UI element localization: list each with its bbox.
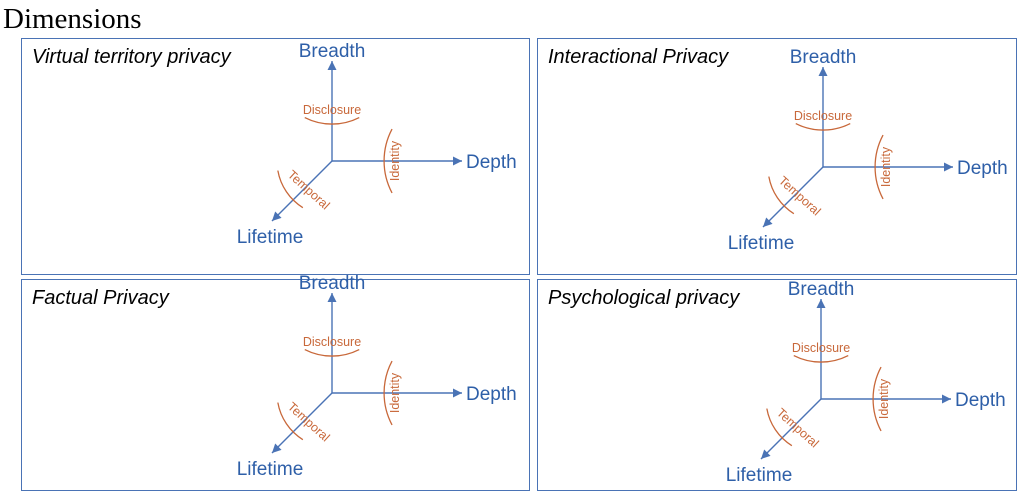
lifetime-axis-line: [271, 160, 333, 222]
arrow-right-icon: [944, 162, 953, 172]
identity-arc: [383, 128, 393, 194]
identity-label: Identity: [877, 378, 891, 419]
arrow-up-icon: [327, 61, 337, 70]
depth-label: Depth: [466, 384, 517, 405]
disclosure-arc: [304, 348, 360, 357]
disclosure-label: Disclosure: [303, 103, 361, 117]
panel-title: Psychological privacy: [548, 287, 740, 309]
temporal-label: Temporal: [776, 174, 824, 219]
arrow-up-icon: [816, 299, 826, 308]
breadth-label: Breadth: [299, 41, 366, 62]
panel-title: Virtual territory privacy: [32, 46, 231, 68]
disclosure-label: Disclosure: [303, 335, 361, 349]
disclosure-label: Disclosure: [792, 341, 850, 355]
identity-label: Identity: [388, 140, 402, 181]
lifetime-axis-line: [762, 166, 824, 228]
depth-label: Depth: [955, 390, 1006, 411]
breadth-label: Breadth: [788, 279, 855, 300]
arrow-down-left-icon: [272, 211, 282, 221]
lifetime-label: Lifetime: [237, 227, 304, 248]
panel-title: Factual Privacy: [32, 287, 169, 309]
temporal-arc: [277, 402, 304, 441]
disclosure-arc: [793, 354, 849, 363]
disclosure-label: Disclosure: [794, 109, 852, 123]
identity-arc: [874, 134, 884, 200]
arrow-right-icon: [453, 388, 462, 398]
temporal-arc: [277, 170, 304, 209]
lifetime-axis-line: [760, 398, 822, 460]
lifetime-label: Lifetime: [237, 459, 304, 480]
disclosure-arc: [304, 116, 360, 125]
disclosure-arc: [795, 122, 851, 131]
identity-label: Identity: [388, 372, 402, 413]
arrow-up-icon: [818, 67, 828, 76]
breadth-label: Breadth: [299, 273, 366, 294]
lifetime-label: Lifetime: [726, 465, 793, 486]
arrow-right-icon: [942, 394, 951, 404]
arrow-right-icon: [453, 156, 462, 166]
temporal-arc: [768, 176, 795, 215]
page-title: Dimensions: [3, 3, 142, 35]
temporal-label: Temporal: [285, 400, 333, 445]
temporal-label: Temporal: [774, 406, 822, 451]
temporal-arc: [766, 408, 793, 447]
depth-label: Depth: [466, 152, 517, 173]
arrow-up-icon: [327, 293, 337, 302]
panel-title: Interactional Privacy: [548, 46, 729, 68]
lifetime-label: Lifetime: [728, 233, 795, 254]
lifetime-axis-line: [271, 392, 333, 454]
depth-label: Depth: [957, 158, 1008, 179]
identity-label: Identity: [879, 146, 893, 187]
temporal-label: Temporal: [285, 168, 333, 213]
identity-arc: [872, 366, 882, 432]
identity-arc: [383, 360, 393, 426]
breadth-label: Breadth: [790, 47, 857, 68]
